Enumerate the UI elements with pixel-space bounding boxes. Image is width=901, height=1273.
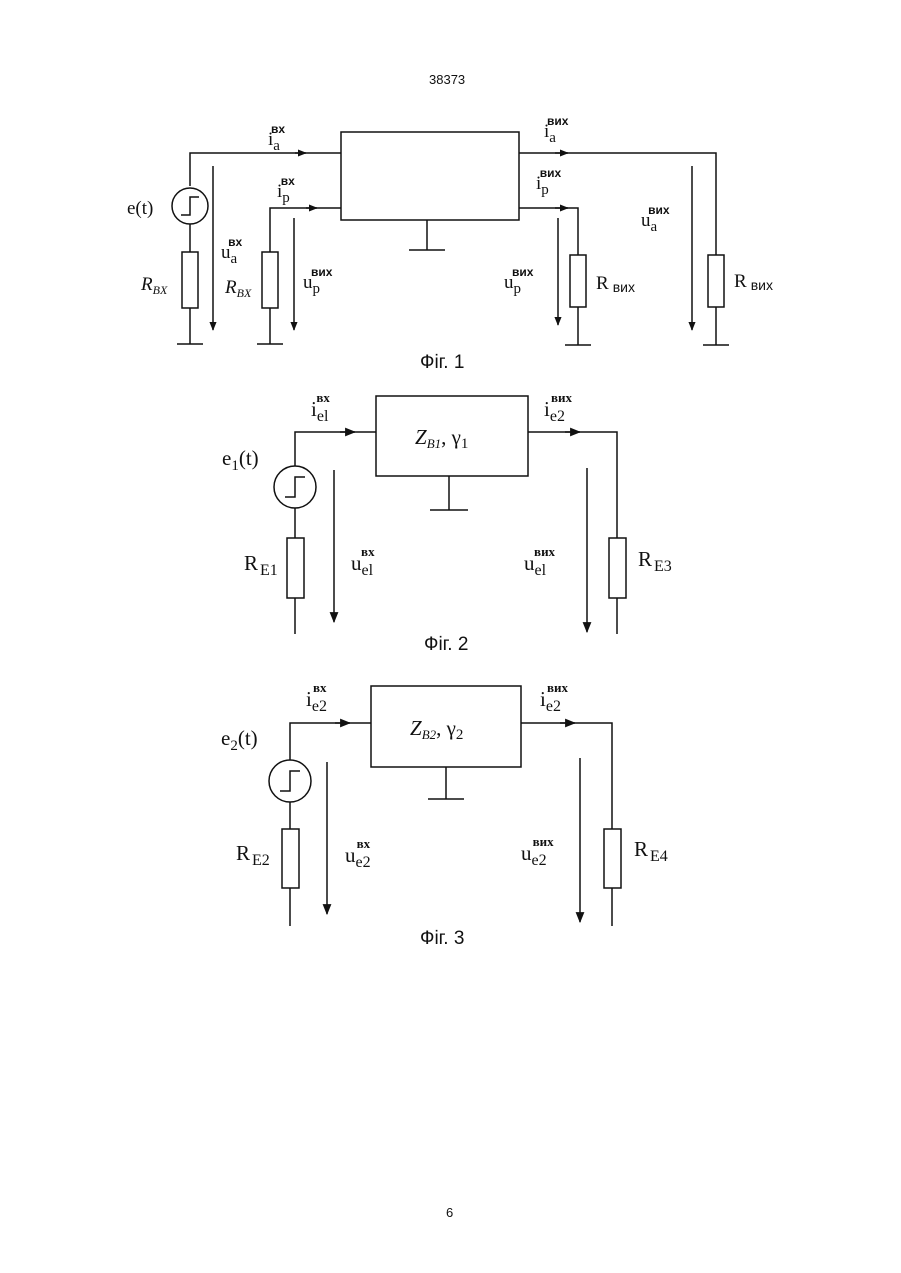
fig2-block-label: ZB1, γ1: [415, 425, 468, 452]
fig2-resistor-right: [609, 538, 626, 598]
fig1-label-i-p-out: ipвих: [536, 166, 562, 198]
fig1-label-r-in-1: RBX: [140, 274, 168, 297]
fig1-label-u-a-out: uaвих: [641, 203, 670, 235]
fig3-label-u-in: ue2вх: [345, 836, 371, 871]
fig1-label-r-out-1: Rвих: [596, 273, 635, 295]
fig1-label-u-p-in: upвих: [303, 265, 333, 297]
fig2-label-i-out: ie2вих: [544, 390, 572, 425]
fig2-label-u-in: uelвх: [351, 544, 375, 579]
fig1-label-i-a-out: iaвих: [544, 114, 569, 146]
fig1-wire-in-p: [270, 208, 341, 252]
fig2-resistor-left: [287, 538, 304, 598]
fig2-label-i-in: ielвх: [311, 390, 330, 425]
fig1-resistor-out-2: [708, 255, 724, 307]
fig1-label-u-p-out: upвих: [504, 265, 534, 297]
fig2-source-step-icon: [285, 477, 305, 497]
fig2-wire-out: [528, 432, 617, 538]
fig2-labels: e1(t) ZB1, γ1 ielвх ie2вих uelвх uelвих …: [222, 390, 672, 579]
fig1-label-i-p-in: ipвх: [277, 174, 295, 206]
fig1-label-r-out-2: Rвих: [734, 271, 773, 293]
fig2-wire-in: [295, 432, 376, 466]
fig3-wire-out: [521, 723, 612, 829]
fig3-source-label: e2(t): [221, 726, 258, 754]
fig1-labels: e(t) iaвх ipвх iaвих ipвих uaвх upвих up…: [127, 114, 773, 300]
fig3-label-u-out: ue2вих: [521, 834, 554, 869]
fig1-label-i-a-in: iaвх: [268, 122, 285, 154]
fig3-label-i-in: ie2вх: [306, 680, 327, 715]
fig1-wire-out-p: [519, 208, 578, 255]
fig1-diagram: [172, 132, 729, 345]
fig3-wire-in: [290, 723, 371, 760]
fig1-source-label: e(t): [127, 198, 153, 219]
fig1-source-step-icon: [181, 197, 199, 215]
fig2-source-label: e1(t): [222, 446, 259, 474]
fig1-block: [341, 132, 519, 220]
fig3-resistor-left: [282, 829, 299, 888]
fig2-label-r-left: RE1: [244, 551, 278, 579]
fig3-label-i-out: ie2вих: [540, 680, 568, 715]
fig2-label-r-right: RE3: [638, 547, 672, 575]
fig1-resistor-in-2: [262, 252, 278, 308]
fig1-resistor-in-1: [182, 252, 198, 308]
fig1-resistor-out-1: [570, 255, 586, 307]
fig3-label-r-right: RE4: [634, 837, 668, 865]
fig3-resistor-right: [604, 829, 621, 888]
fig3-block-label: ZB2, γ2: [410, 716, 463, 743]
fig2-label-u-out: uelвих: [524, 544, 556, 579]
fig1-label-u-a-in: uaвх: [221, 235, 243, 267]
fig3-labels: e2(t) ZB2, γ2 ie2вх ie2вих ue2вх ue2вих …: [221, 680, 668, 871]
fig3-source-step-icon: [280, 771, 300, 791]
fig3-label-r-left: RE2: [236, 841, 270, 869]
fig1-label-r-in-2: RBX: [224, 277, 252, 300]
